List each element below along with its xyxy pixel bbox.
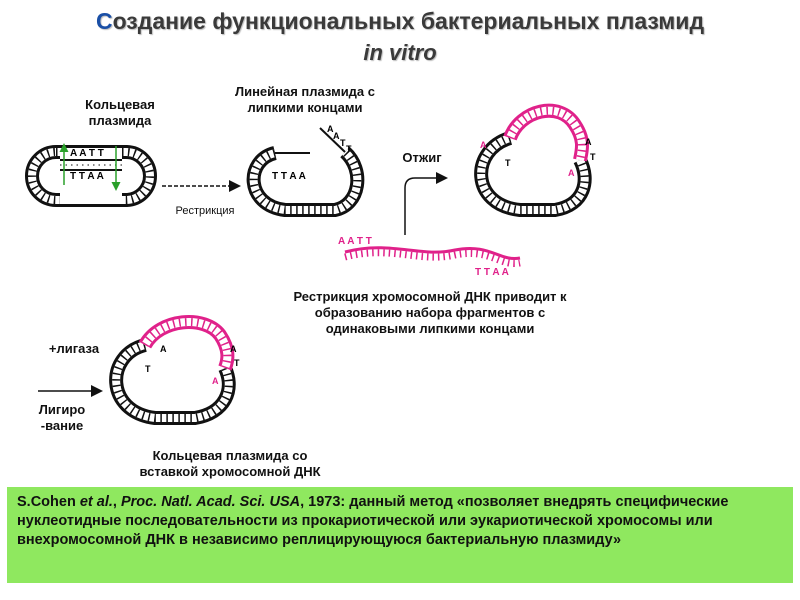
- seq-bottom: T T A A: [70, 171, 104, 182]
- label-line: Линейная плазмида с: [234, 84, 376, 99]
- diagram-canvas: A A T T T T A A T T A A A A T T A A T T …: [25, 103, 596, 425]
- letter: A: [480, 140, 487, 150]
- label-ligase: +лигаза: [48, 341, 100, 356]
- label-linear-plasmid: Линейная плазмида с липкими концами: [215, 84, 395, 116]
- insert-fragment: A A T T T T A A: [338, 236, 521, 278]
- site-gap: [60, 148, 122, 204]
- linear-strand-rungs: [249, 149, 362, 214]
- page-title: Создание функциональных бактериальных пл…: [0, 8, 800, 35]
- recombinant-plasmid: A T A T A: [109, 315, 240, 425]
- note-text: , 1973: данный метод «позволяет внедрять…: [17, 494, 729, 548]
- label-line: липкими концами: [247, 100, 363, 115]
- letter: A: [568, 168, 575, 178]
- recomb-black-rungs: [112, 341, 233, 422]
- circular-plasmid: A A T T T T A A: [25, 143, 157, 207]
- label-line: плазмида: [88, 113, 152, 128]
- seq-fragment-top: A A T T: [338, 236, 372, 247]
- annealed-black-rungs: [477, 134, 589, 214]
- label-restriction: Рестрикция: [175, 205, 235, 217]
- fragment-strand: [344, 246, 521, 261]
- letter: T: [340, 138, 346, 148]
- letter: A: [230, 344, 237, 354]
- annealed-pink-inner: [506, 106, 586, 161]
- citation-note: S.Cohen et al., Proc. Natl. Acad. Sci. U…: [7, 487, 793, 583]
- label-recombinant-plasmid: Кольцевая плазмида со вставкой хромосомн…: [110, 448, 350, 480]
- letter: A: [585, 137, 592, 147]
- plasmid-ring-rungs: [28, 148, 154, 204]
- label-ligation: Лигиро -вание: [32, 402, 92, 434]
- letter: T: [590, 152, 596, 162]
- label-line: Рестрикция хромосомной ДНК приводит к: [293, 289, 567, 304]
- note-etal: et al.: [79, 494, 113, 510]
- letter: T: [234, 358, 240, 368]
- recomb-pink-inner: [141, 318, 232, 370]
- label-line: -вание: [40, 418, 84, 433]
- seq-fragment-bottom: T T A A: [475, 267, 509, 278]
- label-circular-plasmid: Кольцевая плазмида: [60, 97, 180, 129]
- sticky-end-right: [319, 127, 346, 153]
- note-journal: Proc. Natl. Acad. Sci. USA: [120, 494, 301, 510]
- letter: T: [346, 144, 352, 154]
- label-line: одинаковыми липкими концами: [325, 321, 535, 336]
- label-chromosomal-restriction: Рестрикция хромосомной ДНК приводит к об…: [250, 289, 610, 337]
- letter: A: [212, 376, 219, 386]
- page-subtitle: in vitro: [363, 40, 437, 65]
- note-author: S.Cohen: [17, 494, 76, 510]
- letter: A: [160, 344, 167, 354]
- label-line: образованию набора фрагментов с: [314, 305, 546, 320]
- title-first-letter: С: [95, 8, 113, 34]
- label-annealing: Отжиг: [402, 150, 442, 165]
- label-line: Кольцевая плазмида со: [152, 448, 308, 463]
- seq-bottom-linear: T T A A: [272, 171, 306, 182]
- letter: A: [327, 124, 334, 134]
- label-line: Кольцевая: [85, 97, 155, 112]
- label-line: Лигиро: [38, 402, 86, 417]
- letter: T: [145, 364, 151, 374]
- fragment-rungs: [344, 249, 521, 268]
- annealing-arrow: [404, 172, 448, 235]
- linear-plasmid: T T A A A A T T: [246, 124, 365, 217]
- title-rest: оздание функциональных бактериальных пла…: [112, 8, 705, 34]
- letter: A: [333, 131, 340, 141]
- label-line: вставкой хромосомной ДНК: [139, 464, 321, 479]
- letter: T: [505, 158, 511, 168]
- seq-top: A A T T: [70, 148, 104, 159]
- annealed-plasmid: A T A T A: [474, 103, 596, 217]
